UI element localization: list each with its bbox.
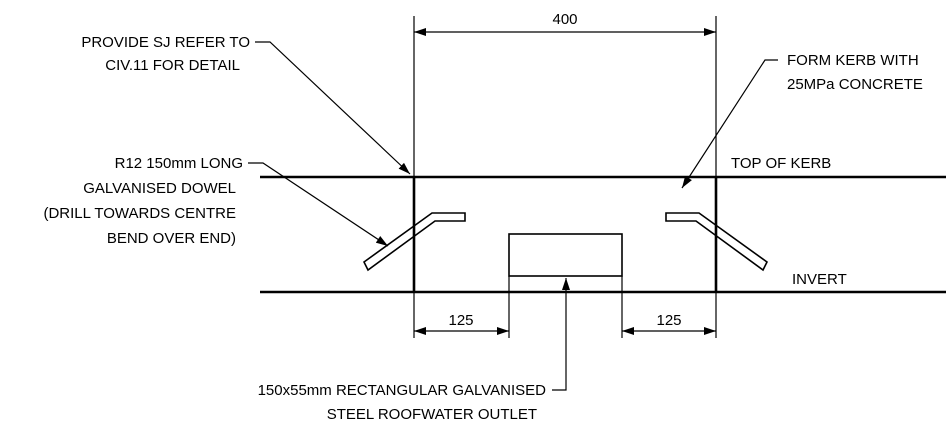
left-dowel — [362, 212, 466, 272]
dim-overall-value: 400 — [552, 11, 577, 28]
label-sawcut-line2: CIV.11 FOR DETAIL — [105, 57, 240, 74]
label-outlet-line2: STEEL ROOFWATER OUTLET — [327, 406, 537, 423]
label-kerb-line2: 25MPa CONCRETE — [787, 76, 923, 93]
label-top-of-kerb: TOP OF KERB — [731, 155, 831, 172]
leader-dowel — [248, 162, 389, 247]
label-dowel-line4: BEND OVER END) — [107, 230, 236, 247]
label-sawcut-line1: PROVIDE SJ REFER TO — [81, 34, 250, 51]
label-dowel-line2: GALVANISED DOWEL — [83, 180, 236, 197]
leader-kerb — [681, 59, 778, 189]
dim-right-value: 125 — [656, 312, 681, 329]
leader-sawcut-joint — [255, 41, 411, 175]
label-outlet-line1: 150x55mm RECTANGULAR GALVANISED — [258, 382, 547, 399]
dim-left-value: 125 — [448, 312, 473, 329]
leader-outlet — [552, 278, 570, 391]
right-dowel — [665, 212, 769, 272]
roofwater-outlet — [508, 233, 623, 277]
label-invert: INVERT — [792, 271, 847, 288]
label-kerb-line1: FORM KERB WITH — [787, 52, 919, 69]
label-dowel-line3: (DRILL TOWARDS CENTRE — [43, 205, 236, 222]
label-dowel-line1: R12 150mm LONG — [115, 155, 243, 172]
